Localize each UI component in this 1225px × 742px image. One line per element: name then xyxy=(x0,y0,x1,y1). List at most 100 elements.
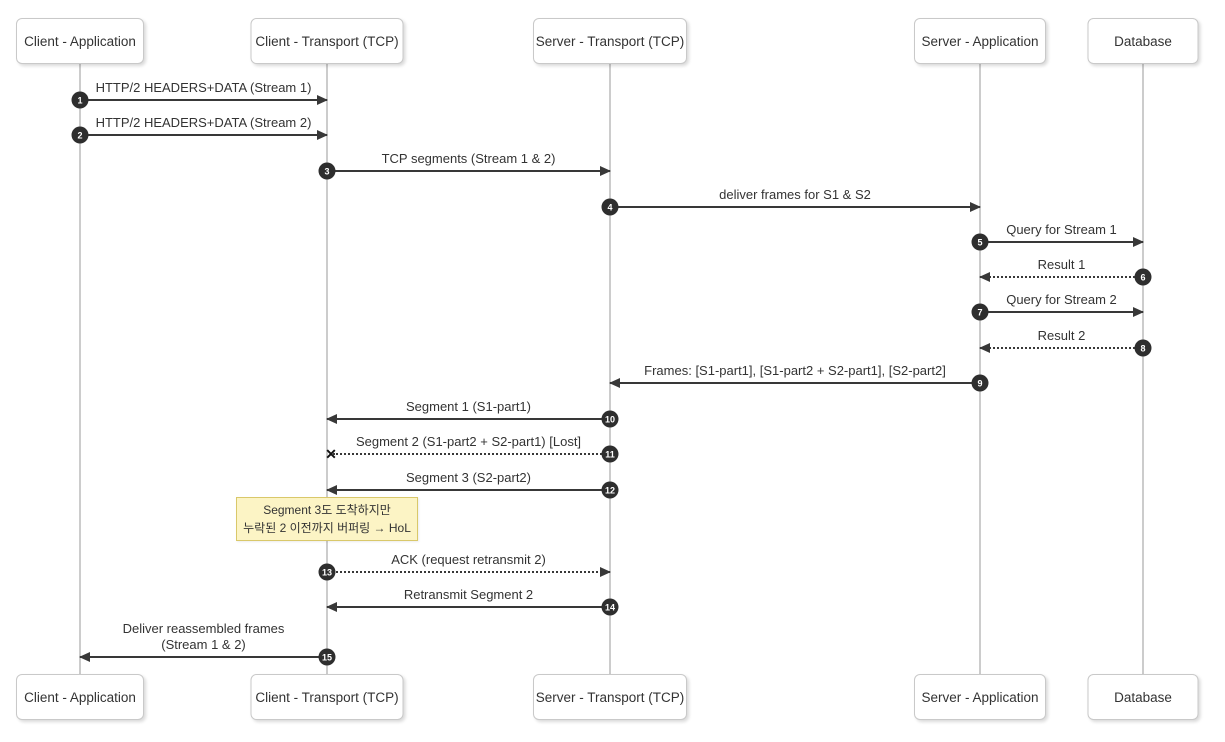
lifeline-client-transport xyxy=(326,64,328,674)
lifeline-database xyxy=(1142,64,1144,674)
message-15-number: 15 xyxy=(318,648,336,666)
message-line xyxy=(980,241,1143,243)
lifeline-client-application xyxy=(79,64,81,674)
message-10-label: Segment 1 (S1-part1) xyxy=(405,398,531,414)
message-11-arrow: Segment 2 (S1-part2 + S2-part1) [Lost] ✕… xyxy=(325,434,619,463)
actor-box-database-top: Database xyxy=(1087,18,1199,64)
arrowhead-left-icon xyxy=(326,414,337,424)
message-3-label: TCP segments (Stream 1 & 2) xyxy=(381,150,556,166)
message-4-label: deliver frames for S1 & S2 xyxy=(719,186,871,202)
arrowhead-right-icon xyxy=(1133,237,1144,247)
message-9-label: Frames: [S1-part1], [S1-part2 + S2-part1… xyxy=(644,362,946,378)
message-14-arrow: Retransmit Segment 2 14 xyxy=(326,587,619,616)
actor-label: Server - Transport (TCP) xyxy=(535,689,685,705)
message-line xyxy=(333,453,610,455)
actor-label: Server - Application xyxy=(921,33,1039,49)
arrowhead-left-icon xyxy=(609,378,620,388)
actor-label: Client - Transport (TCP) xyxy=(255,689,399,705)
actor-box-client-transport-bottom: Client - Transport (TCP) xyxy=(250,674,404,720)
arrowhead-right-icon xyxy=(600,567,611,577)
actor-label: Database xyxy=(1114,33,1172,49)
hol-note-line-1: Segment 3도 도착하지만 xyxy=(263,503,391,517)
arrowhead-right-icon xyxy=(600,166,611,176)
message-2-label: HTTP/2 HEADERS+DATA (Stream 2) xyxy=(95,114,312,130)
message-15-label: Deliver reassembled frames (Stream 1 & 2… xyxy=(80,621,327,654)
message-line xyxy=(610,382,980,384)
message-1-number: 1 xyxy=(71,91,89,109)
actor-box-client-transport-top: Client - Transport (TCP) xyxy=(250,18,404,64)
message-7-label: Query for Stream 2 xyxy=(1006,291,1117,307)
message-line xyxy=(327,418,610,420)
message-5-arrow: Query for Stream 1 5 xyxy=(971,222,1144,251)
message-8-arrow: Result 2 8 xyxy=(979,328,1152,357)
actor-label: Client - Application xyxy=(24,33,136,49)
actor-label: Client - Application xyxy=(24,689,136,705)
message-5-number: 5 xyxy=(971,233,989,251)
actor-box-server-application-bottom: Server - Application xyxy=(914,674,1046,720)
message-2-number: 2 xyxy=(71,126,89,144)
message-line xyxy=(327,606,610,608)
message-line xyxy=(980,347,1143,349)
actor-box-server-application-top: Server - Application xyxy=(914,18,1046,64)
message-9-number: 9 xyxy=(971,374,989,392)
arrowhead-left-icon xyxy=(326,602,337,612)
lifeline-server-transport xyxy=(609,64,611,674)
message-14-label: Retransmit Segment 2 xyxy=(403,586,534,602)
message-13-number: 13 xyxy=(318,563,336,581)
actor-box-server-transport-bottom: Server - Transport (TCP) xyxy=(533,674,687,720)
message-7-arrow: Query for Stream 2 7 xyxy=(971,292,1144,321)
arrowhead-right-icon xyxy=(1133,307,1144,317)
arrowhead-left-icon xyxy=(979,343,990,353)
message-line xyxy=(80,99,327,101)
actor-box-database-bottom: Database xyxy=(1087,674,1199,720)
message-11-label: Segment 2 (S1-part2 + S2-part1) [Lost] xyxy=(355,433,582,449)
arrowhead-right-icon xyxy=(317,130,328,140)
message-5-label: Query for Stream 1 xyxy=(1006,221,1117,237)
message-8-label: Result 2 xyxy=(1037,327,1086,343)
message-15-label-line-1: Deliver reassembled frames xyxy=(122,620,285,636)
arrowhead-right-icon xyxy=(970,202,981,212)
actor-label: Server - Application xyxy=(921,689,1039,705)
message-1-arrow: HTTP/2 HEADERS+DATA (Stream 1) 1 xyxy=(71,80,328,109)
message-12-number: 12 xyxy=(601,481,619,499)
message-12-label: Segment 3 (S2-part2) xyxy=(405,469,531,485)
message-10-number: 10 xyxy=(601,410,619,428)
message-15-label-line-2: (Stream 1 & 2) xyxy=(161,636,246,652)
message-8-number: 8 xyxy=(1134,339,1152,357)
actor-box-client-application-bottom: Client - Application xyxy=(16,674,144,720)
arrowhead-left-icon xyxy=(326,485,337,495)
message-6-arrow: Result 1 6 xyxy=(979,257,1152,286)
message-12-arrow: Segment 3 (S2-part2) 12 xyxy=(326,470,619,499)
message-10-arrow: Segment 1 (S1-part1) 10 xyxy=(326,399,619,428)
message-6-label: Result 1 xyxy=(1037,256,1086,272)
actor-label: Server - Transport (TCP) xyxy=(535,33,685,49)
message-1-label: HTTP/2 HEADERS+DATA (Stream 1) xyxy=(95,79,312,95)
actor-box-client-application-top: Client - Application xyxy=(16,18,144,64)
arrowhead-left-icon xyxy=(79,652,90,662)
hol-note-line-2: 누락된 2 이전까지 버퍼링 → HoL xyxy=(243,521,411,535)
message-line xyxy=(980,311,1143,313)
lost-x-icon: ✕ xyxy=(325,446,337,462)
message-15-arrow: Deliver reassembled frames (Stream 1 & 2… xyxy=(79,621,336,666)
actor-label: Client - Transport (TCP) xyxy=(255,33,399,49)
actor-label: Database xyxy=(1114,689,1172,705)
message-11-number: 11 xyxy=(601,445,619,463)
message-9-arrow: Frames: [S1-part1], [S1-part2 + S2-part1… xyxy=(609,363,989,392)
message-line xyxy=(980,276,1143,278)
message-3-number: 3 xyxy=(318,162,336,180)
message-line xyxy=(327,489,610,491)
message-6-number: 6 xyxy=(1134,268,1152,286)
arrowhead-left-icon xyxy=(979,272,990,282)
message-7-number: 7 xyxy=(971,303,989,321)
message-line xyxy=(327,571,610,573)
message-3-arrow: TCP segments (Stream 1 & 2) 3 xyxy=(318,151,611,180)
message-14-number: 14 xyxy=(601,598,619,616)
message-4-arrow: deliver frames for S1 & S2 4 xyxy=(601,187,981,216)
message-line xyxy=(327,170,610,172)
message-line xyxy=(610,206,980,208)
message-4-number: 4 xyxy=(601,198,619,216)
lifeline-server-application xyxy=(979,64,981,674)
message-line xyxy=(80,656,327,658)
arrowhead-right-icon xyxy=(317,95,328,105)
